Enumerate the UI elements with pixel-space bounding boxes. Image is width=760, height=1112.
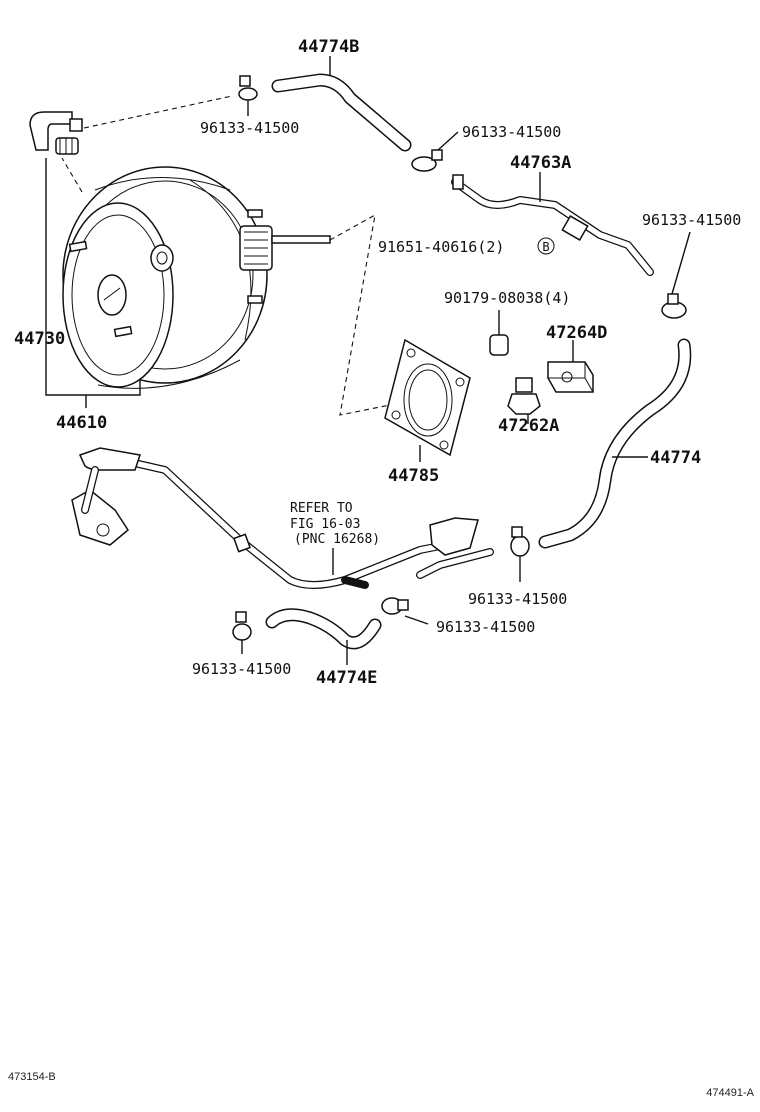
- hose-clamp-top-left[interactable]: [238, 75, 258, 101]
- hose-clamp-top-right[interactable]: [411, 149, 443, 172]
- label-44774B: 44774B: [298, 37, 359, 57]
- hose-clamp-bottom-left[interactable]: [232, 611, 252, 641]
- gasket-44785[interactable]: [384, 338, 471, 457]
- refer-line-1: REFER TO: [290, 501, 353, 516]
- footer-left-code: 473154-B: [8, 1071, 56, 1083]
- brake-booster-assembly[interactable]: [62, 166, 331, 389]
- refer-line-3: (PNC 16268): [294, 532, 380, 547]
- hose-44774E[interactable]: [265, 608, 382, 650]
- label-90179: 90179-08038(4): [444, 289, 570, 307]
- label-91651: 91651-40616(2): [378, 238, 504, 256]
- label-clamp-right: 96133-41500: [642, 211, 741, 229]
- check-valve-44730[interactable]: [29, 111, 83, 155]
- hose-44774[interactable]: [538, 338, 692, 549]
- label-clamp-mid-right: 96133-41500: [468, 590, 567, 608]
- label-47262A: 47262A: [498, 416, 559, 436]
- label-44610: 44610: [56, 413, 107, 433]
- circled-b-marker: B: [537, 237, 555, 255]
- label-clamp-bottom-center: 96133-41500: [436, 618, 535, 636]
- label-clamp-bottom-left: 96133-41500: [192, 660, 291, 678]
- vacuum-pipe-lower[interactable]: [71, 447, 494, 589]
- label-47264D: 47264D: [546, 323, 607, 343]
- hose-clamp-right[interactable]: [661, 293, 687, 319]
- label-44730: 44730: [14, 329, 65, 349]
- pipe-44763A[interactable]: [451, 174, 654, 276]
- hose-clamp-bottom-center[interactable]: [381, 597, 409, 615]
- label-clamp-top-left: 96133-41500: [200, 119, 299, 137]
- label-44763A: 44763A: [510, 153, 571, 173]
- label-44785: 44785: [388, 466, 439, 486]
- label-clamp-top-right: 96133-41500: [462, 123, 561, 141]
- hose-clamp-mid-right[interactable]: [510, 526, 530, 557]
- nut-90179[interactable]: [489, 334, 509, 356]
- bracket-47264D[interactable]: [547, 361, 594, 393]
- footer-right-code: 474491-A: [706, 1087, 754, 1099]
- marker-b-text: B: [542, 240, 549, 254]
- hose-44774B[interactable]: [271, 73, 412, 152]
- vacuum-pump-fitting-47262A[interactable]: [507, 377, 541, 415]
- label-44774: 44774: [650, 448, 701, 468]
- refer-line-2: FIG 16-03: [290, 517, 360, 532]
- label-44774E: 44774E: [316, 668, 377, 688]
